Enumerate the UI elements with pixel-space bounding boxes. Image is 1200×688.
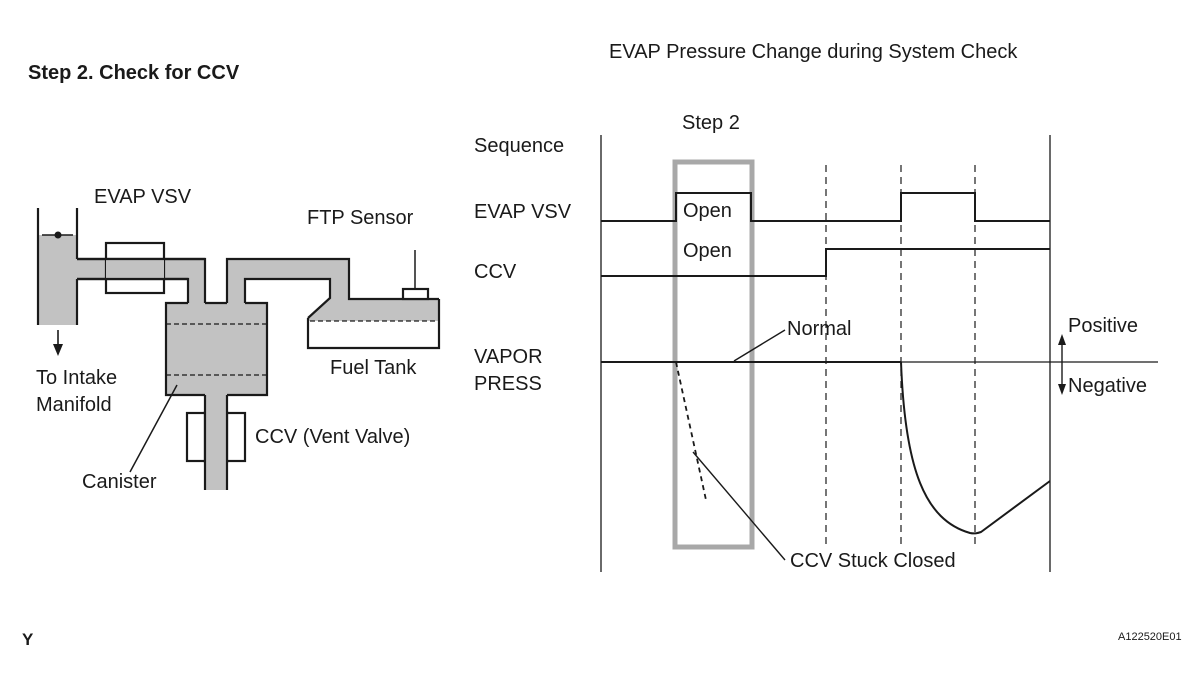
canister-leader bbox=[129, 384, 178, 473]
evap-vsv-waveform bbox=[601, 192, 1050, 222]
negative-label: Negative bbox=[1068, 375, 1147, 397]
throttle-pivot-icon bbox=[54, 231, 62, 239]
figure-id: A122520E01 bbox=[1118, 631, 1182, 643]
ccv-stuck-closed-trace bbox=[675, 361, 707, 501]
ccv-open-label: Open bbox=[683, 240, 732, 262]
row-label-press: PRESS bbox=[474, 373, 542, 395]
manifold-label: Manifold bbox=[36, 394, 112, 416]
arrow-up-icon bbox=[1058, 334, 1066, 345]
row-label-vapor: VAPOR bbox=[474, 346, 543, 368]
positive-label: Positive bbox=[1068, 315, 1138, 337]
corner-mark: Y bbox=[22, 630, 34, 649]
vapor-press-curve bbox=[900, 361, 1051, 535]
to-intake-label: To Intake bbox=[36, 367, 117, 389]
chart-title: EVAP Pressure Change during System Check bbox=[609, 41, 1018, 63]
normal-label: Normal bbox=[787, 318, 851, 340]
row-label-sequence: Sequence bbox=[474, 135, 564, 157]
stuck-closed-leader bbox=[692, 451, 786, 561]
canister-body bbox=[164, 301, 205, 397]
row-label-evap-vsv: EVAP VSV bbox=[474, 201, 572, 223]
arrow-down-icon bbox=[1058, 384, 1066, 395]
step2-highlight-box bbox=[672, 159, 755, 550]
evap-open-label: Open bbox=[683, 200, 732, 222]
stuck-closed-label: CCV Stuck Closed bbox=[790, 550, 956, 572]
timing-grid bbox=[600, 135, 1051, 572]
fuel-tank-body bbox=[306, 299, 441, 350]
evap-passage-fill bbox=[38, 235, 439, 490]
signals bbox=[601, 192, 1158, 561]
normal-leader bbox=[733, 329, 786, 362]
ftp-sensor-label: FTP Sensor bbox=[307, 207, 414, 229]
evap-vsv-label: EVAP VSV bbox=[94, 186, 192, 208]
evap-schematic bbox=[36, 208, 441, 490]
row-label-ccv: CCV bbox=[474, 261, 517, 283]
ccv-label: CCV (Vent Valve) bbox=[255, 426, 410, 448]
ccv-waveform bbox=[601, 248, 1050, 277]
fuel-tank-label: Fuel Tank bbox=[330, 357, 417, 379]
page-title: Step 2. Check for CCV bbox=[28, 62, 240, 84]
step2-label: Step 2 bbox=[682, 112, 740, 134]
canister-label: Canister bbox=[82, 471, 157, 493]
ftp-sensor-body bbox=[401, 287, 430, 301]
